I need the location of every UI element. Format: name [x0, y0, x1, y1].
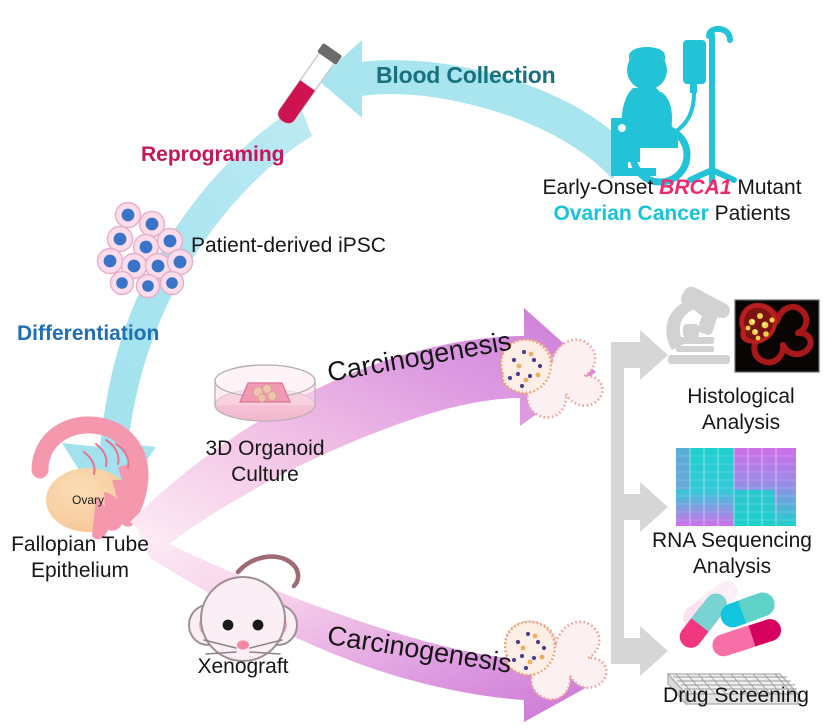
carcinogenesis-arrow-bottom — [136, 528, 600, 722]
laboratory-mouse-icon — [188, 554, 301, 662]
output-label-rnaseq-line2: Analysis — [692, 555, 772, 578]
node-label-organoid-line1: 3D Organoid — [205, 437, 325, 460]
disease-name-ovarian-cancer: Ovarian Cancer — [553, 202, 709, 225]
node-label-fallopian-line1: Fallopian Tube — [11, 533, 149, 556]
output-label-rnaseq-line1: RNA Sequencing — [652, 529, 812, 552]
patient-caption-suffix: Mutant — [731, 176, 802, 199]
step-label-blood-collection: Blood Collection — [376, 62, 556, 88]
step-label-differentiation: Differentiation — [17, 322, 160, 345]
patient-caption-patients: Patients — [708, 202, 791, 225]
output-label-histological-line1: Histological — [687, 385, 795, 408]
patient-wheelchair-iv-icon — [611, 26, 737, 186]
output-label-histological-line2: Analysis — [701, 411, 781, 434]
gray-branch-connector-icon — [611, 330, 668, 676]
fallopian-tube-and-ovary-icon: Ovary — [31, 416, 149, 540]
node-label-ipsc: Patient-derived iPSC — [191, 234, 386, 257]
ipsc-cell-cluster-icon — [96, 201, 194, 299]
heatmap-icon — [676, 448, 796, 526]
microplate-icon — [666, 672, 800, 706]
patient-caption-prefix: Early-Onset — [542, 176, 660, 199]
carcinogenesis-arrow-top — [130, 308, 596, 548]
node-label-xenograft: Xenograft — [197, 655, 289, 678]
output-label-drug-screening: Drug Screening — [663, 684, 809, 707]
petri-dish-organoid-icon — [214, 364, 316, 422]
node-label-organoid-line2: Culture — [231, 463, 299, 486]
step-label-reprograming: Reprograming — [141, 143, 285, 166]
node-label-fallopian-line2: Epithelium — [30, 559, 130, 582]
blood-collection-tube-icon — [277, 43, 342, 124]
cyan-reprogramming-arc — [62, 105, 312, 516]
microscope-icon — [666, 286, 730, 364]
gene-name-brca1: BRCA1 — [659, 176, 732, 199]
patient-caption-line1: Early-Onset BRCA1 Mutant — [526, 176, 818, 200]
patient-caption-line2: Ovarian Cancer Patients — [526, 202, 818, 226]
ovary-svg-label: Ovary — [72, 493, 104, 507]
tumor-organoid-icon-top — [500, 338, 604, 419]
blood-collection-arrow — [318, 40, 636, 179]
pills-and-microplate-icon — [666, 581, 800, 706]
fluorescence-micrograph-icon — [734, 299, 820, 373]
tumor-organoid-icon-bottom — [504, 620, 608, 701]
